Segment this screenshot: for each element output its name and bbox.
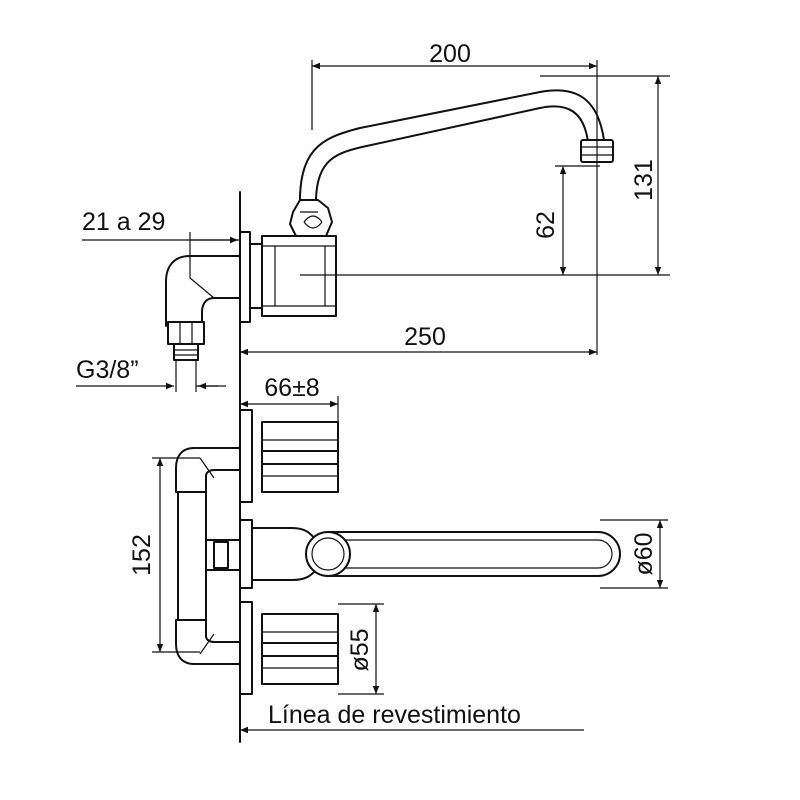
valve-body [239, 231, 337, 323]
dim-total-reach: 250 [404, 323, 446, 351]
front-view [175, 409, 621, 695]
dim-thread: G3/8” [76, 356, 139, 384]
dim-spout-reach: 200 [429, 40, 471, 68]
handle-lower [239, 601, 339, 695]
dim-centers: 152 [128, 534, 156, 576]
dim-spout-diameter: ø60 [630, 532, 658, 575]
inlet-elbow [165, 255, 241, 361]
side-view [165, 89, 614, 361]
dim-handle-projection: 66±8 [264, 374, 319, 402]
dim-handle-diameter: ø55 [346, 628, 374, 671]
handle-upper [239, 409, 339, 503]
dim-spout-height: 131 [630, 159, 658, 201]
labels: 200 131 62 250 21 a 29 G3/8” 66±8 152 ø6… [76, 40, 658, 729]
dim-wall-depth: 21 a 29 [82, 208, 165, 236]
swivel-nut [289, 199, 333, 237]
covering-line-caption: Línea de revestimiento [268, 701, 521, 729]
spout-tube [298, 89, 614, 213]
spout-front [239, 519, 621, 589]
supply-pipe [175, 447, 241, 665]
dimensions [76, 60, 670, 734]
dim-outlet-height: 62 [532, 211, 560, 239]
